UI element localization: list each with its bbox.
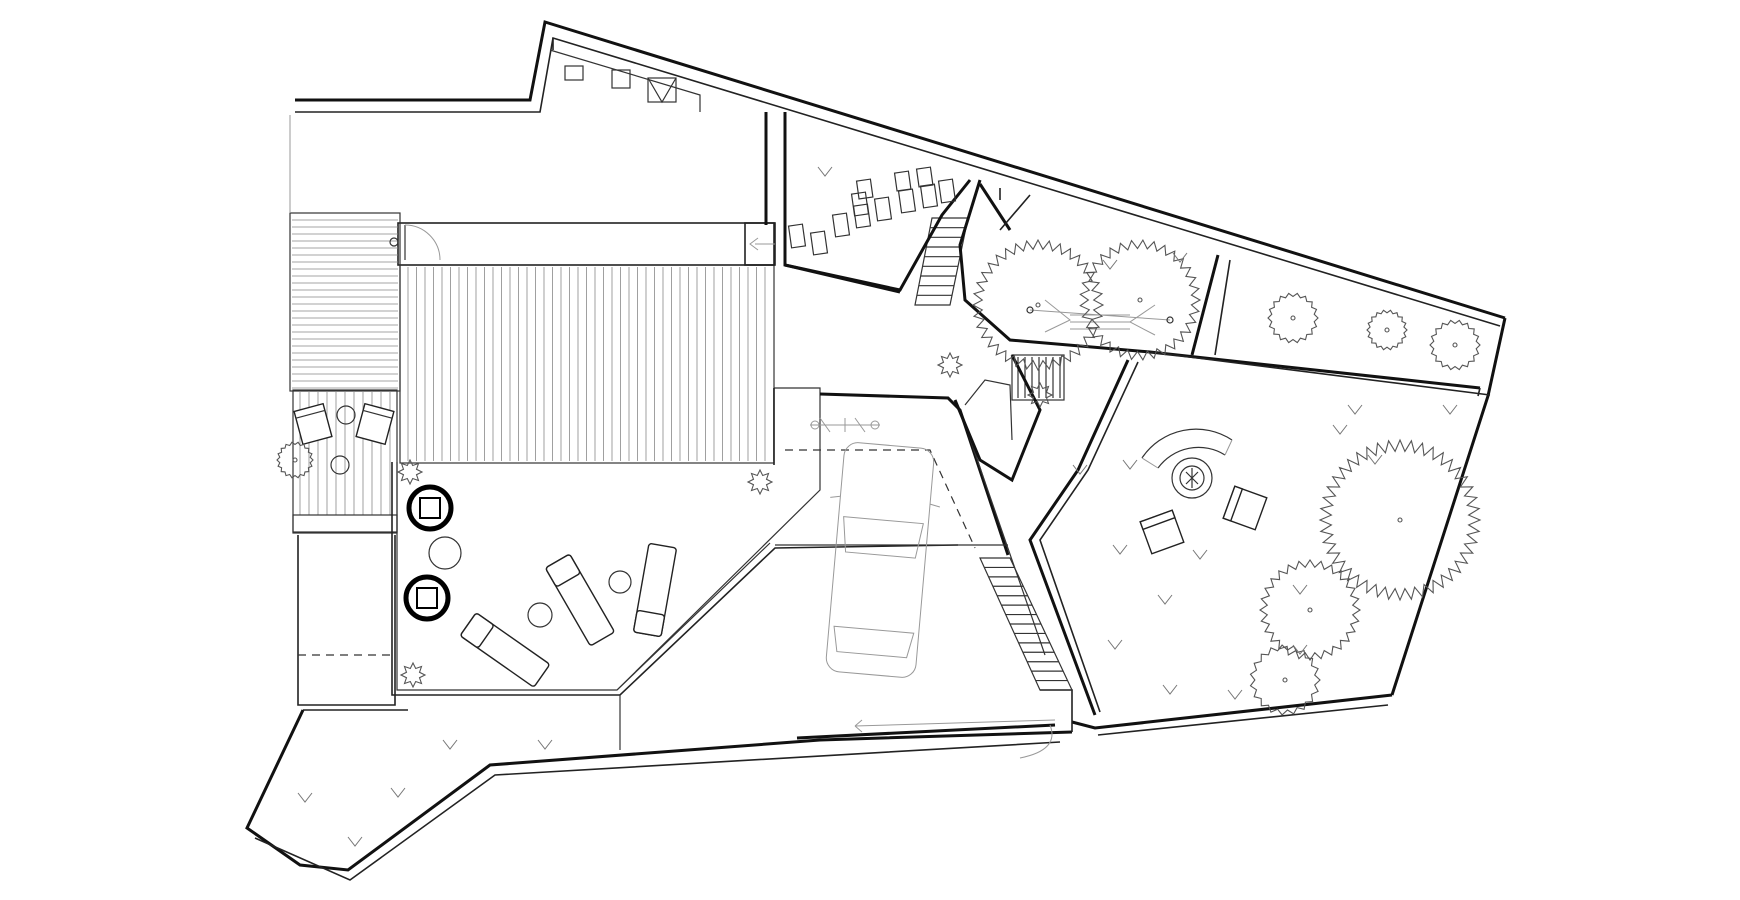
slope-arrow-icon — [297, 792, 313, 803]
bicycle-icon — [810, 417, 880, 433]
lounge-chair-icon — [460, 613, 550, 687]
stairs-north — [914, 217, 969, 306]
outer-walls — [245, 20, 1507, 881]
armchair-icon — [406, 484, 454, 532]
round-table-icon — [428, 536, 462, 570]
fire-pit-area — [1141, 428, 1233, 499]
armchair-icon — [1139, 509, 1185, 555]
trees — [276, 238, 1482, 716]
car-icon — [825, 442, 940, 678]
shrub-icon — [936, 351, 964, 379]
tree-icon — [1366, 309, 1408, 351]
slope-arrow-icon — [1192, 549, 1208, 560]
west-pergola — [289, 115, 441, 392]
lounge-chair-icon — [545, 554, 615, 646]
main-roof — [397, 222, 776, 464]
door-swing-icon — [404, 224, 441, 261]
slope-arrow-icon — [1332, 424, 1348, 435]
slope-arrow-icon — [442, 739, 458, 750]
armchair-icon — [293, 402, 333, 446]
tree-icon — [1429, 319, 1481, 371]
slope-arrow-icon — [1102, 259, 1118, 270]
furniture — [293, 299, 1268, 687]
slope-arrow-icon — [1347, 404, 1363, 415]
armchair-icon — [1222, 485, 1268, 531]
slope-arrows — [297, 166, 1458, 847]
slope-arrow-icon — [390, 787, 406, 798]
tree-icon — [1318, 438, 1482, 602]
terrace — [391, 387, 959, 750]
tree-icon — [971, 238, 1105, 372]
slope-arrow-icon — [817, 166, 833, 177]
shrub-icon — [1026, 381, 1054, 409]
north-courtyard — [549, 38, 972, 294]
slope-arrow-icon — [1172, 252, 1188, 263]
tree-icon — [276, 441, 314, 479]
slope-arrow-icon — [1122, 459, 1138, 470]
tree-icon — [1079, 238, 1202, 362]
armchair-icon — [403, 574, 451, 622]
shrub-icon — [746, 468, 774, 496]
slope-arrow-icon — [1072, 464, 1088, 475]
tree-icon — [1258, 558, 1362, 662]
tree-icon — [1267, 292, 1319, 344]
slope-arrow-icon — [1162, 684, 1178, 695]
slope-arrow-icon — [1112, 544, 1128, 555]
pergola-slats — [292, 219, 398, 389]
slope-arrow-icon — [347, 836, 363, 847]
lounge-chair-icon — [633, 543, 677, 637]
slope-arrow-icon — [1227, 689, 1243, 700]
slope-arrow-icon — [1292, 584, 1308, 595]
slope-arrow-icon — [1367, 454, 1383, 465]
shrub-icon — [396, 458, 424, 486]
parking-blocks — [787, 166, 957, 256]
slope-arrow-icon — [1107, 639, 1123, 650]
shrub-icon — [399, 661, 427, 689]
armchair-icon — [355, 402, 395, 446]
slope-arrow-icon — [1442, 404, 1458, 415]
slope-arrow-icon — [1292, 644, 1308, 655]
fire-pit-icon — [1171, 457, 1213, 499]
stairs-carport — [979, 557, 1073, 691]
garden-walls — [953, 179, 1491, 716]
shrubs — [396, 351, 1054, 689]
slope-arrow-icon — [1157, 594, 1173, 605]
roof-slats — [407, 267, 774, 461]
slope-arrow-icon — [537, 739, 553, 750]
